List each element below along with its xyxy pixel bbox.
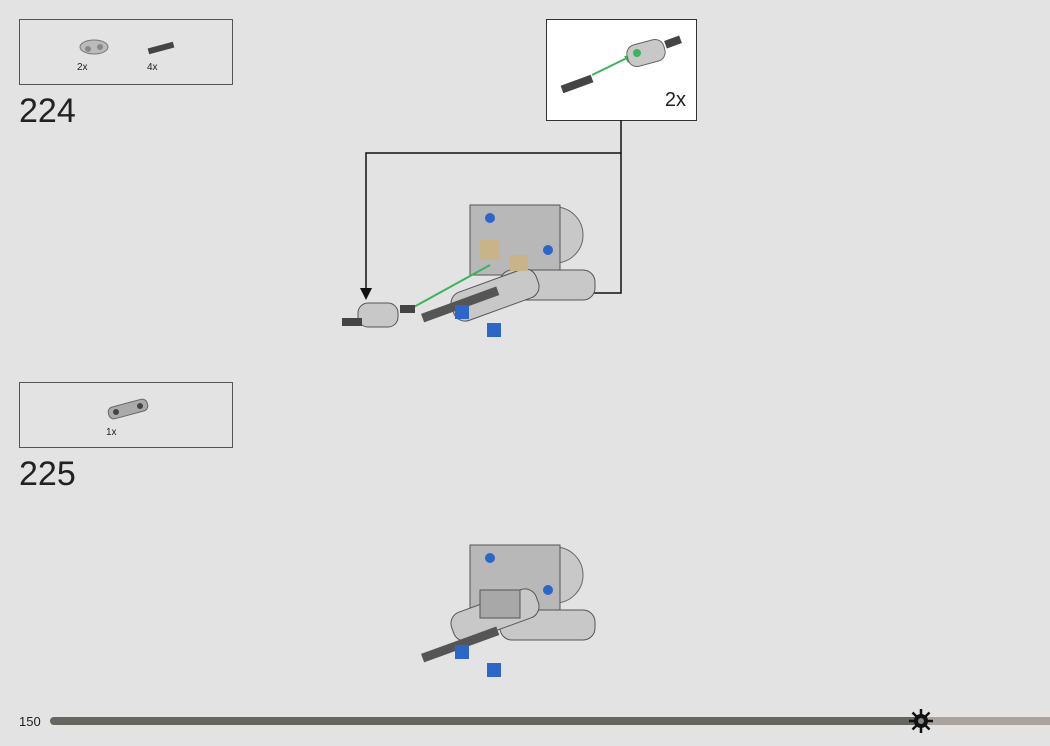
- subassembly-callout: 2x: [546, 19, 697, 121]
- step-number: 224: [19, 92, 76, 130]
- part-qty: 4x: [147, 62, 158, 73]
- callout-qty: 2x: [664, 89, 686, 111]
- part-qty: 1x: [106, 427, 117, 438]
- cross-block-part-icon: [107, 398, 149, 420]
- model-224: [342, 204, 596, 337]
- step-number: 225: [19, 455, 76, 493]
- pin-part-icon: [147, 41, 175, 55]
- page-number: 150: [19, 714, 41, 729]
- arrow-icon: [360, 288, 372, 300]
- gear-icon: [909, 709, 933, 733]
- progress-bar: [50, 717, 1050, 725]
- progress-fill: [50, 717, 920, 725]
- parts-list-224: 2x 4x: [19, 19, 233, 85]
- model-225: [421, 544, 596, 677]
- subassembly-illustration: [560, 35, 682, 94]
- part-qty: 2x: [77, 62, 88, 73]
- beam-part-icon: [79, 39, 175, 55]
- parts-list-225: 1x: [19, 382, 233, 448]
